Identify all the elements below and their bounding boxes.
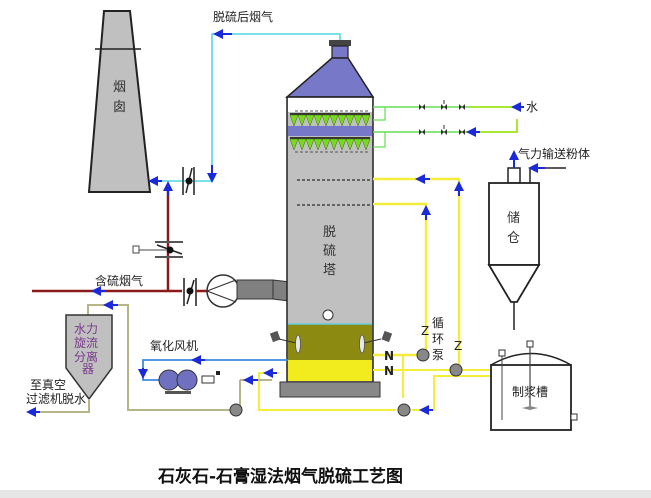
absorber-label-1: 脱 xyxy=(323,225,336,240)
silo-label-2: 仓 xyxy=(507,231,520,246)
hydrocyclone: 水力 旋流 分离 器 至真空 过滤机脱水 xyxy=(26,314,113,417)
pneumatic-powder-label: 气力输送粉体 xyxy=(518,146,590,161)
tower-base xyxy=(279,381,381,398)
chimney-body xyxy=(87,10,152,193)
storage-silo: 气力输送粉体 储 仓 xyxy=(487,146,590,330)
slurry-preparation-tank: 制浆槽 xyxy=(490,340,578,431)
water-valve[interactable] xyxy=(419,129,425,135)
water-valve[interactable] xyxy=(441,100,447,110)
check-valve-n: N xyxy=(384,349,394,363)
tower-mid-band xyxy=(288,126,372,136)
check-valve-z: Z xyxy=(454,339,462,353)
water-valve[interactable] xyxy=(459,129,465,135)
diagram-title: 石灰石-石膏湿法烟气脱硫工艺图 xyxy=(157,466,403,487)
check-valve-n: N xyxy=(384,364,394,378)
chimney-label-2: 囱 xyxy=(113,100,126,115)
vacuum-filter-label-1: 至真空 xyxy=(30,378,66,392)
vacuum-filter-label-2: 过滤机脱水 xyxy=(26,391,86,406)
outlet-damper-valve[interactable] xyxy=(182,167,195,195)
absorber-label-3: 塔 xyxy=(323,263,336,278)
hydrocyclone-label-4: 器 xyxy=(82,362,94,376)
slurry-pool-lower xyxy=(288,360,372,381)
hydrocyclone-label-2: 旋流 xyxy=(74,336,98,350)
oxidation-fan-label: 氧化风机 xyxy=(150,339,198,353)
gypsum-discharge-pump[interactable] xyxy=(397,403,411,417)
mist-eliminator-upper xyxy=(289,113,371,127)
raw-flue-gas-line: 含硫烟气 xyxy=(32,181,308,308)
gypsum-line xyxy=(87,300,272,417)
treated-flue-gas-label: 脱硫后烟气 xyxy=(213,9,273,24)
check-valve-z: Z xyxy=(421,324,429,338)
tower-flange xyxy=(329,40,351,46)
agitator-left[interactable] xyxy=(269,330,301,354)
chimney-label-1: 烟 xyxy=(113,80,126,95)
circulation-pump-2[interactable] xyxy=(449,363,463,377)
slurry-pool-upper xyxy=(288,324,372,360)
oxidation-fan[interactable] xyxy=(158,369,220,394)
oxidation-air-system: 氧化风机 xyxy=(138,339,288,394)
process-water-lines: 水 xyxy=(373,100,538,148)
inlet-damper-valve[interactable] xyxy=(183,278,197,306)
gypsum-bleed-pump[interactable] xyxy=(229,403,243,417)
tower-cone xyxy=(284,57,375,98)
hydrocyclone-label-1: 水力 xyxy=(74,322,98,336)
hydrocyclone-label-3: 分离 xyxy=(74,349,98,364)
recirculation-lines: N N Z Z 循 环 泵 xyxy=(258,174,495,417)
circulation-pump-label-3: 泵 xyxy=(432,348,444,362)
water-label: 水 xyxy=(526,100,538,114)
agitator-right[interactable] xyxy=(359,330,393,354)
absorber-tower: 脱 硫 塔 xyxy=(269,40,393,398)
booster-fan[interactable] xyxy=(196,274,240,308)
silo-label-1: 储 xyxy=(507,211,520,226)
circulation-pump-1[interactable] xyxy=(416,348,430,362)
circulation-pump-label-2: 环 xyxy=(432,332,444,346)
absorber-label-2: 硫 xyxy=(323,244,336,259)
water-valve[interactable] xyxy=(419,104,425,110)
bypass-damper-valve[interactable] xyxy=(132,241,183,258)
treated-flue-gas-line: 脱硫后烟气 xyxy=(148,9,341,195)
bottom-bar xyxy=(0,490,651,498)
manhole xyxy=(322,309,334,321)
inlet-duct xyxy=(236,279,274,300)
water-valve[interactable] xyxy=(459,104,465,110)
circulation-pump-label-1: 循 xyxy=(432,316,444,330)
mist-eliminator-lower xyxy=(289,137,371,151)
raw-flue-gas-label: 含硫烟气 xyxy=(95,273,143,288)
chimney: 烟 囱 xyxy=(87,10,152,193)
slurry-tank-label: 制浆槽 xyxy=(512,384,548,399)
tower-top-section xyxy=(288,98,372,112)
tower-outlet-neck xyxy=(331,45,349,59)
water-valve[interactable] xyxy=(441,125,447,135)
